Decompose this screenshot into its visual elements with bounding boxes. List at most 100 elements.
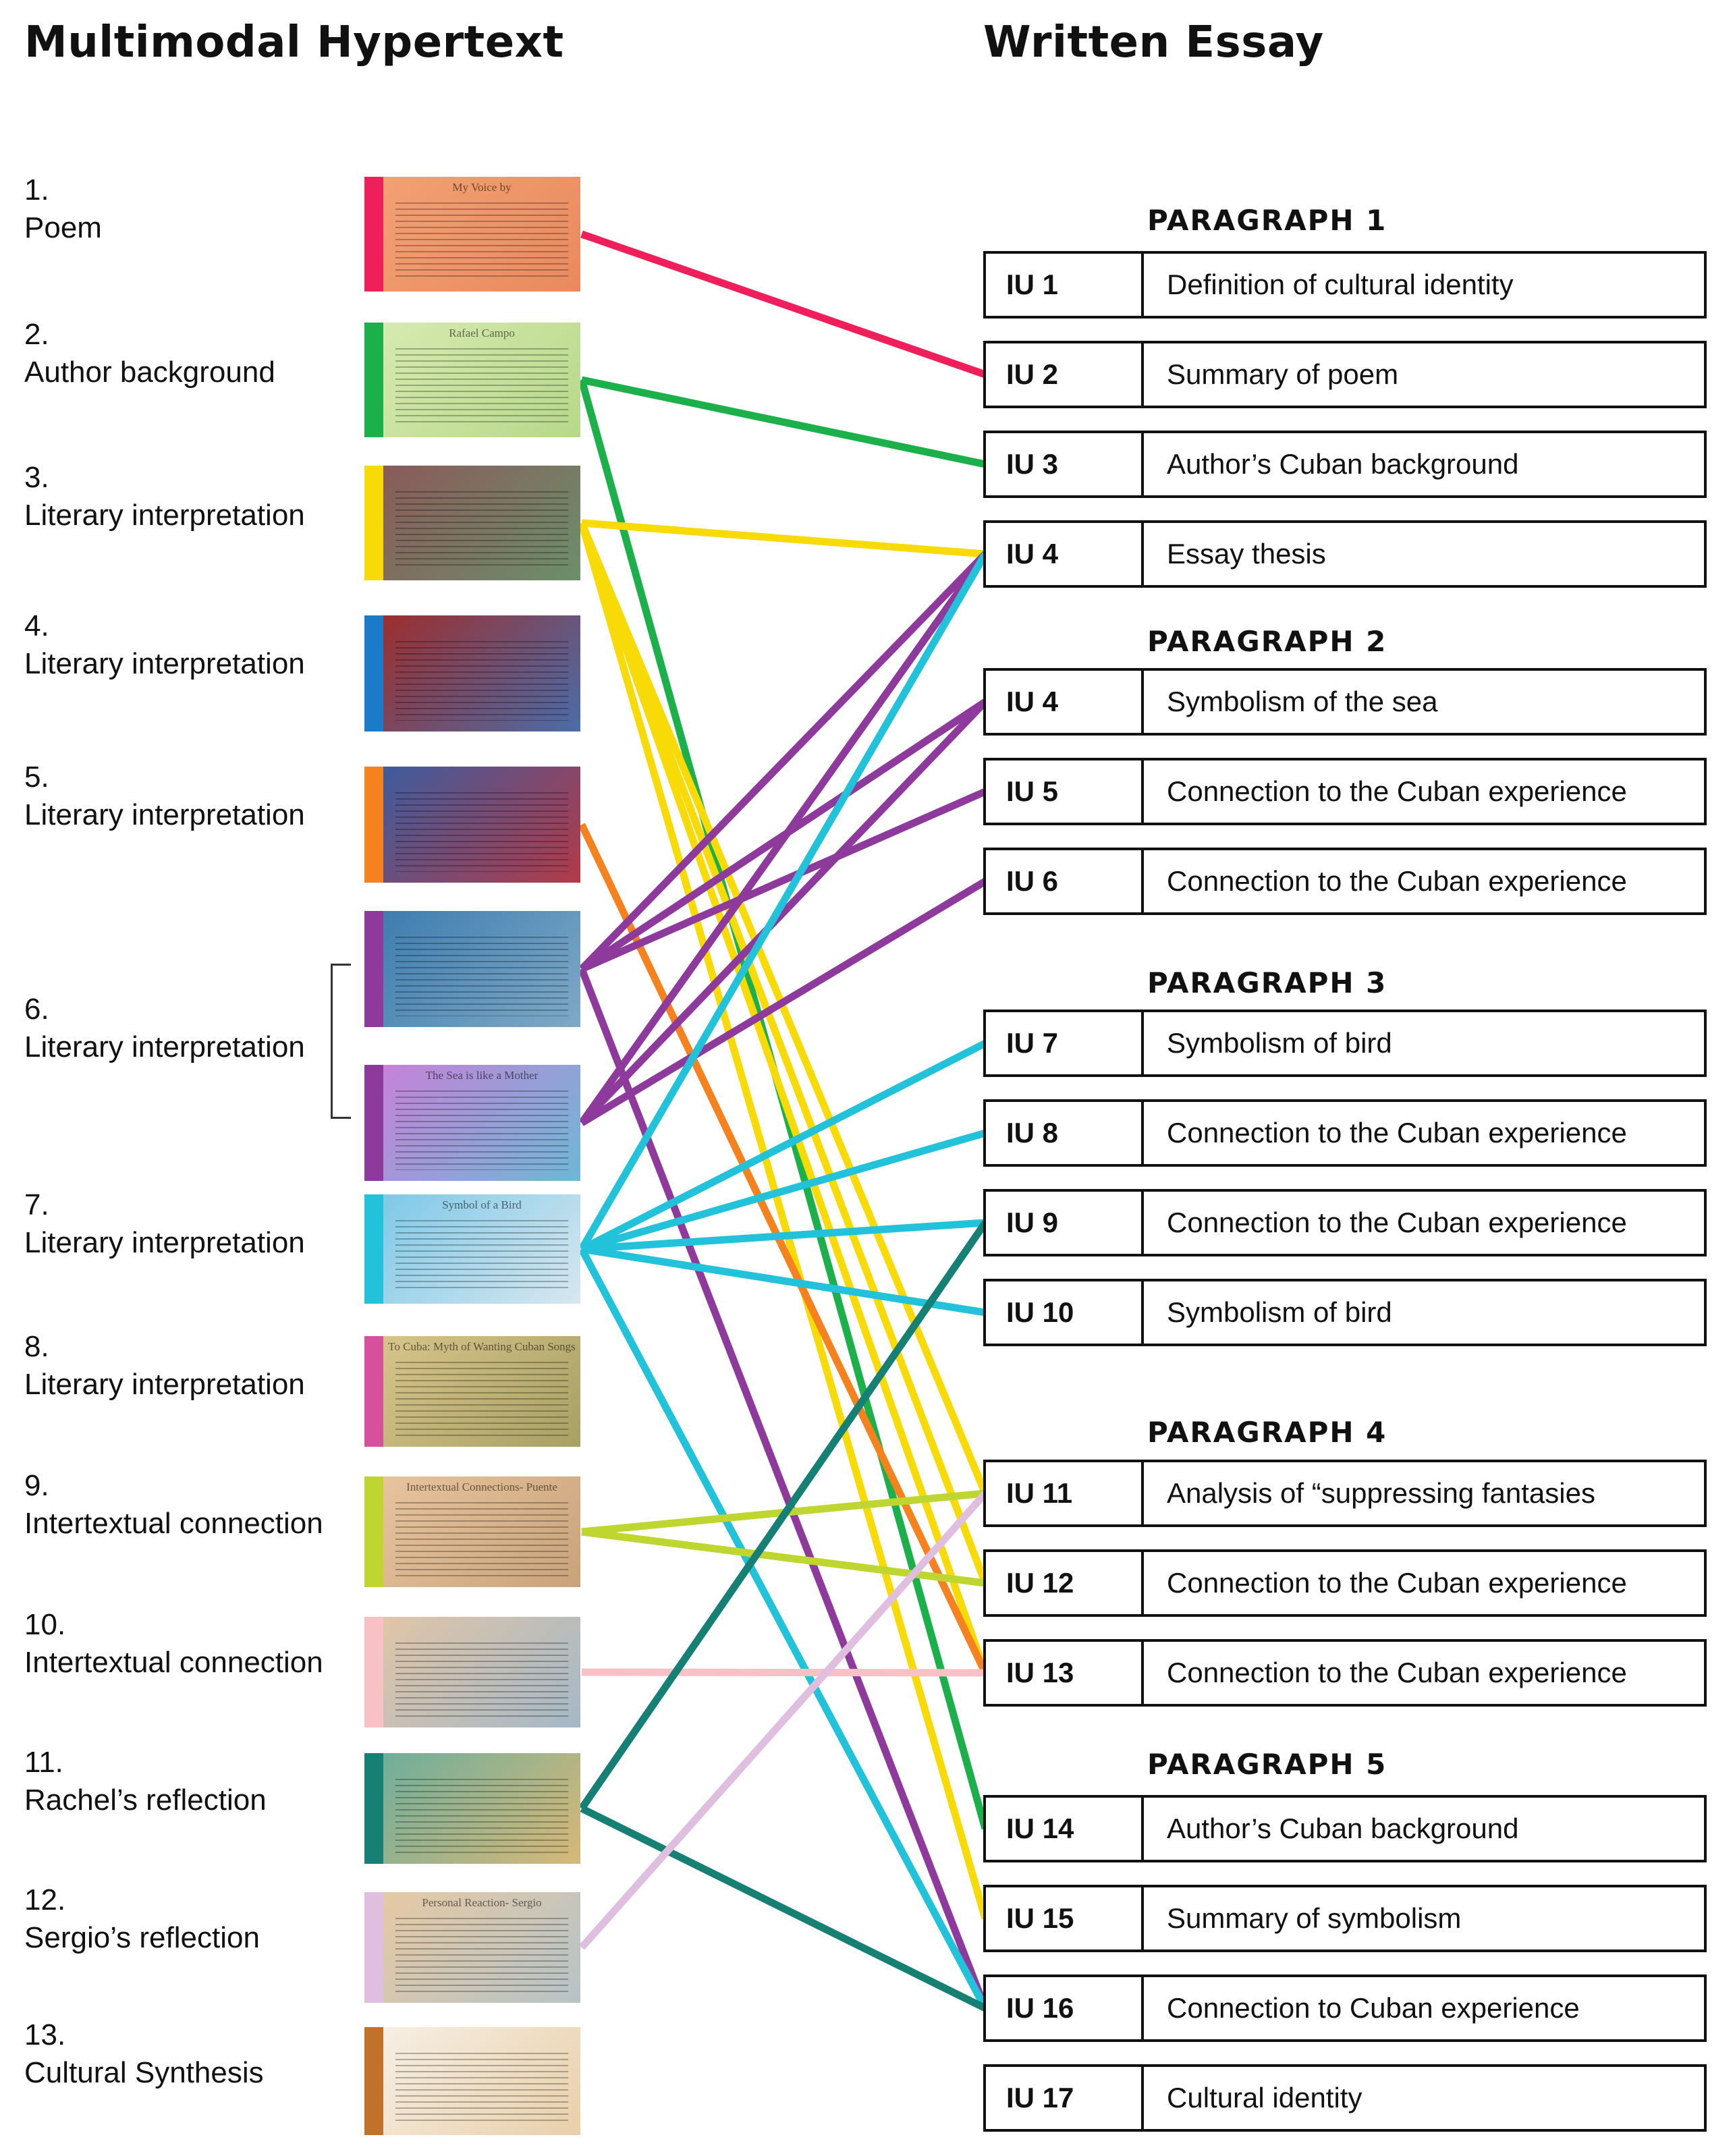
slide-thumbnail: Personal Reaction- Sergio xyxy=(364,1892,580,2003)
slide-text-block xyxy=(395,641,568,721)
slide-thumbnail xyxy=(364,911,580,1027)
idea-unit-text: Summary of poem xyxy=(1167,358,1399,390)
slide-number: 4. xyxy=(24,609,49,642)
slide-label: Cultural Synthesis xyxy=(24,2056,264,2089)
idea-unit-id: IU 5 xyxy=(986,761,1144,823)
slide-text-block xyxy=(395,792,568,872)
slide-number: 2. xyxy=(24,318,49,351)
connector-line xyxy=(580,787,987,973)
slide-thumbnail-title: Rafael Campo xyxy=(449,327,515,339)
slide-image xyxy=(383,1617,580,1727)
essay-heading: Written Essay xyxy=(983,18,1324,67)
slide-image xyxy=(383,615,580,731)
slide-label: Literary interpretation xyxy=(24,499,305,532)
slide-label: Author background xyxy=(24,356,275,389)
slide-image xyxy=(383,1892,580,2003)
slide-text-block xyxy=(395,1642,568,1717)
idea-unit-id: IU 16 xyxy=(986,1977,1144,2039)
connector-line xyxy=(580,1805,987,2012)
slide-thumbnail xyxy=(364,1753,580,1864)
connector-line xyxy=(578,1247,989,2010)
slide-thumbnail xyxy=(364,615,580,731)
idea-unit-text: Connection to the Cuban experience xyxy=(1167,865,1627,897)
idea-unit-text: Definition of cultural identity xyxy=(1167,269,1514,300)
connector-line xyxy=(578,823,989,1675)
slide-text-block xyxy=(395,1779,568,1853)
connector-line xyxy=(578,522,989,1920)
slide-label: Intertextual connection xyxy=(24,1507,323,1540)
slide-thumbnail: Rafael Campo xyxy=(364,323,580,437)
slide-image xyxy=(383,1336,580,1447)
connector-line xyxy=(580,1129,987,1253)
idea-unit-id: IU 11 xyxy=(986,1462,1144,1524)
idea-unit-box: IU 3 Author’s Cuban background xyxy=(983,431,1707,498)
slide-thumbnail: My Voice by xyxy=(364,177,580,292)
idea-unit-id: IU 4 xyxy=(986,671,1144,733)
slide-text-block xyxy=(395,202,568,281)
paragraph-heading: PARAGRAPH 3 xyxy=(1147,966,1387,999)
connector-line xyxy=(578,1220,989,1811)
connector-line xyxy=(581,519,986,558)
slide-thumbnail: Intertextual Connections- Puente xyxy=(364,1476,580,1587)
slide-number: 3. xyxy=(24,461,49,494)
connector-line xyxy=(579,551,988,972)
idea-unit-text: Connection to the Cuban experience xyxy=(1167,1207,1627,1238)
paragraph-heading: PARAGRAPH 1 xyxy=(1147,204,1387,237)
slide-thumbnail-title: Intertextual Connections- Puente xyxy=(406,1481,557,1493)
connector-line xyxy=(578,552,989,1251)
slide-image xyxy=(383,1065,580,1181)
connector-line xyxy=(578,379,989,1830)
slide-thumbnail: The Sea is like a Mother xyxy=(364,1065,580,1181)
slide-thumbnail xyxy=(364,2027,580,2135)
slide-thumbnail xyxy=(364,1617,580,1727)
slide-image xyxy=(383,767,580,883)
connector-line xyxy=(578,521,989,1495)
slide-thumbnail xyxy=(364,466,580,580)
idea-unit-box: IU 1 Definition of cultural identity xyxy=(983,251,1707,319)
slide-number: 6. xyxy=(24,993,49,1026)
idea-unit-text: Cultural identity xyxy=(1167,2082,1362,2113)
connector-line xyxy=(581,1219,986,1253)
connector-line xyxy=(578,522,989,1584)
slide-thumbnail-title: My Voice by xyxy=(452,181,512,194)
idea-unit-id: IU 3 xyxy=(986,433,1144,495)
connector-line xyxy=(581,1668,986,1677)
slide-text-block xyxy=(395,1090,568,1170)
idea-unit-text: Connection to the Cuban experience xyxy=(1167,1567,1627,1599)
slide-thumbnail-title: Symbol of a Bird xyxy=(442,1198,522,1211)
slide-label: Poem xyxy=(24,211,102,244)
connector-line xyxy=(578,968,989,2010)
slide-label: Literary interpretation xyxy=(24,1030,305,1063)
idea-unit-id: IU 1 xyxy=(986,254,1144,316)
slide-text-block xyxy=(395,1918,568,1992)
idea-unit-box: IU 9 Connection to the Cuban experience xyxy=(983,1189,1707,1256)
idea-unit-id: IU 14 xyxy=(986,1798,1144,1860)
connector-line xyxy=(578,551,989,1126)
slide-label: Literary interpretation xyxy=(24,1226,305,1259)
slide-image xyxy=(383,466,580,580)
connector-line xyxy=(581,1245,986,1317)
idea-unit-id: IU 13 xyxy=(986,1642,1144,1704)
idea-unit-text: Essay thesis xyxy=(1167,538,1326,570)
slide-label: Intertextual connection xyxy=(24,1646,323,1679)
slide-text-block xyxy=(395,491,568,570)
slide-image xyxy=(383,2027,580,2135)
idea-unit-id: IU 9 xyxy=(986,1192,1144,1254)
slide-text-block xyxy=(395,348,568,426)
slide-image xyxy=(383,1753,580,1864)
slide-image xyxy=(383,323,580,437)
slide-label: Sergio’s reflection xyxy=(24,1921,260,1954)
slide-thumbnail-title: Personal Reaction- Sergio xyxy=(422,1896,542,1909)
idea-unit-text: Author’s Cuban background xyxy=(1167,448,1519,480)
